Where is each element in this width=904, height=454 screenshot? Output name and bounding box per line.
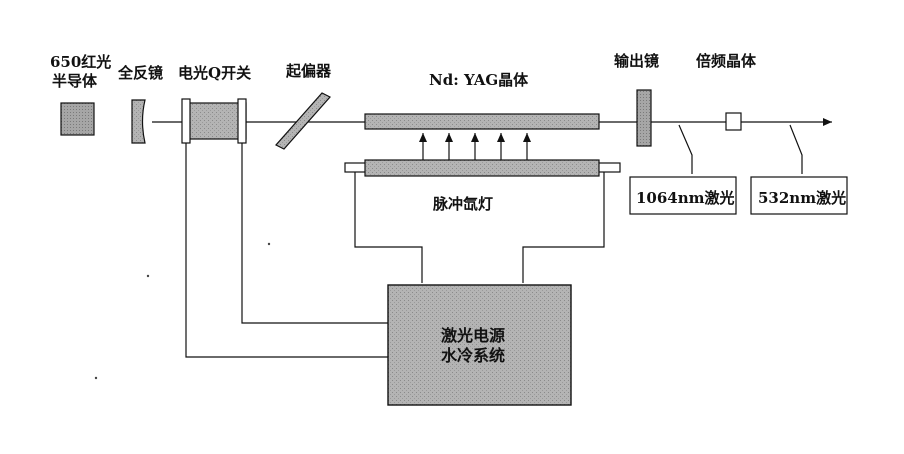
power-supply-label-line1: 激光电源 (441, 326, 506, 345)
xenon-lamp (344, 159, 621, 177)
semiconductor-label-line2: 半导体 (52, 72, 98, 90)
semiconductor-label-line1: 650红光 (50, 53, 112, 71)
q-switch-label: 电光Q开关 (178, 64, 252, 82)
lamp-wires (354, 172, 605, 283)
semiconductor-laser (60, 102, 95, 136)
pump-arrows (419, 133, 531, 160)
polarizer (275, 92, 331, 150)
doubling-crystal-label: 倍频晶体 (696, 52, 757, 70)
label-532: 532nm激光 (758, 189, 847, 207)
full-mirror-label: 全反镜 (118, 64, 164, 82)
label-box-532 (750, 176, 848, 215)
q-switch (181, 98, 247, 144)
q-switch-wires (185, 143, 388, 358)
output-mirror-label: 输出镜 (614, 52, 660, 70)
power-supply-label-line2: 水冷系统 (441, 346, 506, 365)
crystal-label: Nd: YAG晶体 (429, 71, 529, 89)
label-1064: 1064nm激光 (636, 189, 735, 207)
full-mirror (131, 99, 146, 144)
output-mirror (636, 89, 652, 147)
yag-crystal (364, 113, 600, 130)
power-supply-box (387, 284, 572, 406)
output-leaders (678, 124, 803, 174)
label-box-1064 (629, 176, 737, 215)
polarizer-label: 起偏器 (286, 62, 332, 80)
doubling-crystal (725, 112, 742, 131)
lamp-label: 脉冲氙灯 (433, 195, 494, 213)
